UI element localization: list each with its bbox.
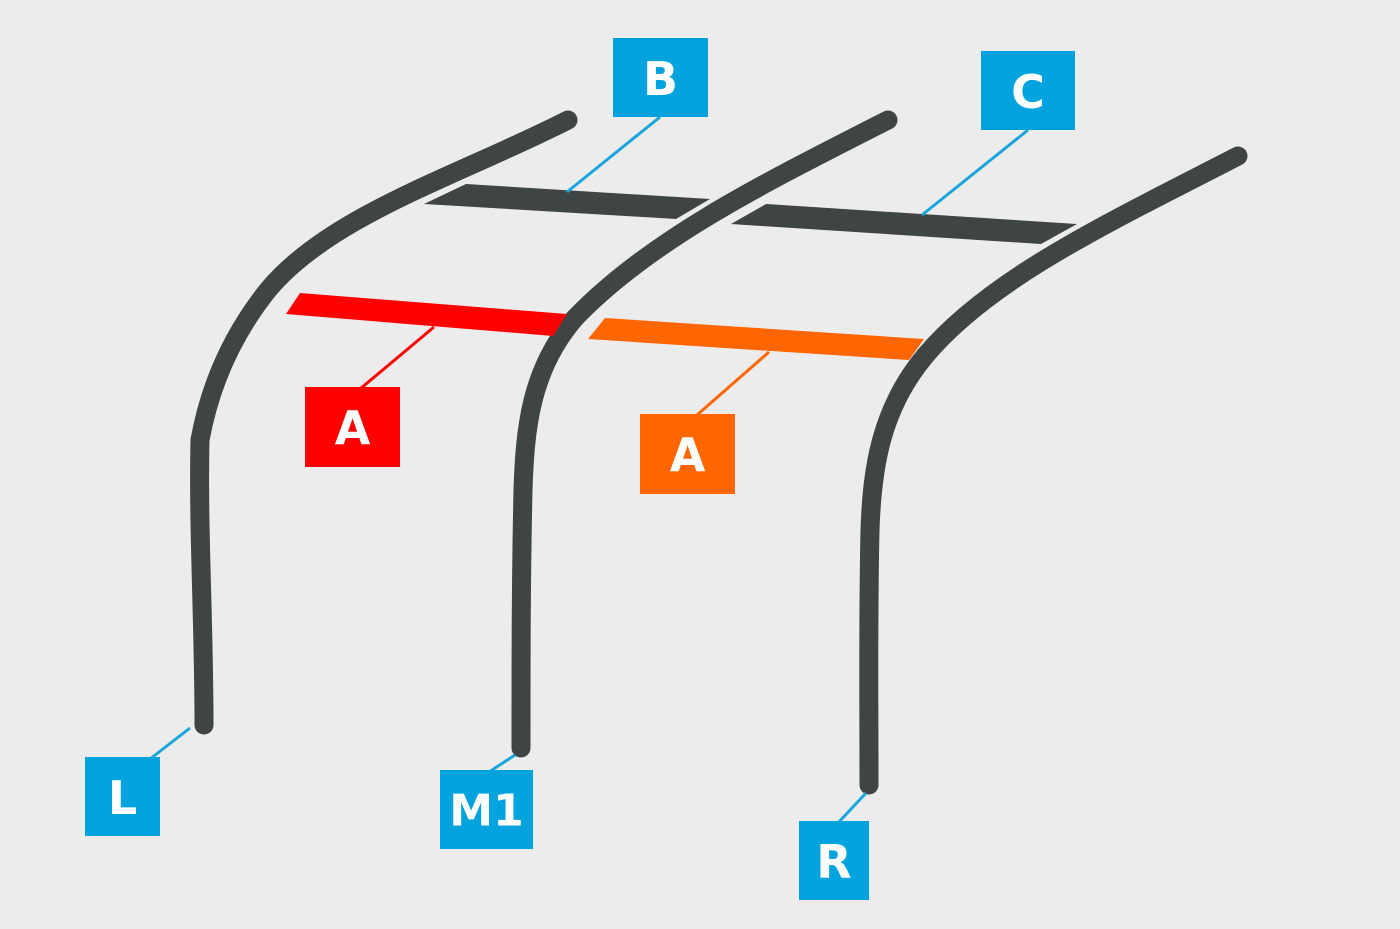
connector-a-red [359, 325, 435, 391]
label-text-b: B [643, 52, 678, 106]
crossbar-c [731, 204, 1077, 244]
label-text-a-red: A [335, 401, 371, 455]
label-box-r: R [799, 821, 869, 900]
connector-b [566, 115, 661, 194]
pole-right [859, 146, 1248, 795]
label-text-a-orange: A [670, 428, 706, 482]
label-text-r: R [816, 835, 851, 889]
label-box-l: L [85, 757, 160, 836]
connector-c [921, 128, 1029, 217]
label-box-m1: M1 [440, 770, 533, 849]
label-box-b: B [613, 38, 708, 117]
label-text-m1: M1 [449, 786, 523, 837]
connector-m1 [488, 753, 516, 774]
label-box-a-orange: A [640, 414, 735, 494]
connector-a-orange [696, 350, 770, 417]
pole-left [190, 110, 578, 735]
connector-l [149, 726, 191, 761]
label-box-a-red: A [305, 387, 400, 467]
pole-middle [511, 110, 898, 758]
bar-a-red [286, 293, 567, 336]
connector-r [836, 791, 868, 825]
bar-a-orange [588, 318, 924, 360]
label-text-c: C [1011, 65, 1045, 119]
crossbar-b [424, 184, 710, 219]
label-text-l: L [108, 771, 137, 825]
label-box-c: C [981, 51, 1075, 130]
